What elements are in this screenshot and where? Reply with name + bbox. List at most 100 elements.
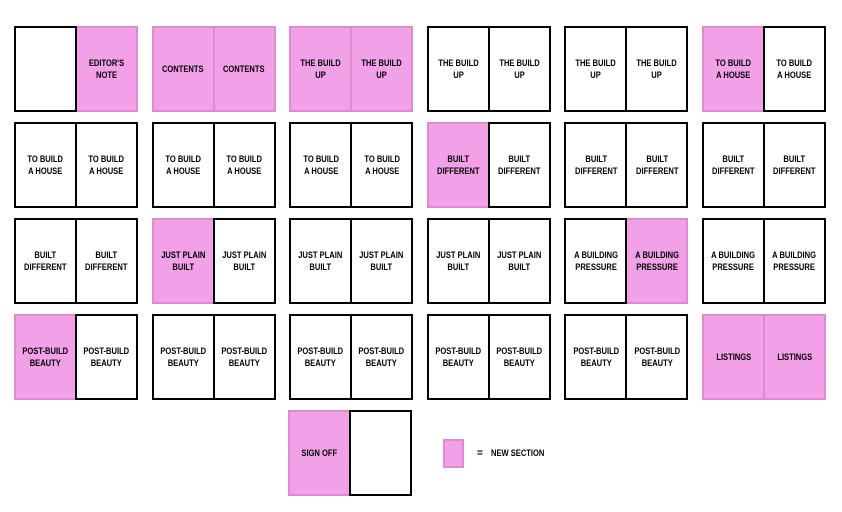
page-title: JUST PLAIN BUILT xyxy=(497,249,542,272)
page-post-build-beauty: POST-BUILD BEAUTY xyxy=(151,314,215,400)
page-title: BUILT DIFFERENT xyxy=(773,153,816,176)
page-title: TO BUILD A HOUSE xyxy=(27,153,64,176)
page-just-plain-built: JUST PLAIN BUILT xyxy=(350,218,414,304)
page-title: JUST PLAIN BUILT xyxy=(222,249,267,272)
page-just-plain-built: JUST PLAIN BUILT xyxy=(487,218,551,304)
page-title: LISTINGS xyxy=(777,351,812,362)
page-title: CONTENTS xyxy=(162,63,204,74)
page-title: SIGN OFF xyxy=(301,447,338,458)
page-just-plain-built: JUST PLAIN BUILT xyxy=(212,218,276,304)
spread-a-building-pressure: A BUILDING PRESSURE A BUILDING PRESSURE xyxy=(564,218,690,304)
page-a-building-pressure: A BUILDING PRESSURE xyxy=(701,218,765,304)
page-just-plain-built-new-section: JUST PLAIN BUILT xyxy=(151,218,215,304)
page-sign-off-new-section: SIGN OFF xyxy=(288,410,351,496)
page-title: TO BUILD A HOUSE xyxy=(776,57,813,80)
page-title: BUILT DIFFERENT xyxy=(437,153,480,176)
page-built-different: BUILT DIFFERENT xyxy=(75,218,138,304)
spread-just-plain-built: JUST PLAIN BUILT JUST PLAIN BUILT xyxy=(426,218,553,304)
page-to-build-a-house: TO BUILD A HOUSE xyxy=(151,122,215,208)
page-title: A BUILDING PRESSURE xyxy=(573,249,618,272)
page-title: LISTINGS xyxy=(716,351,751,362)
spread-to-build-a-house: TO BUILD A HOUSE TO BUILD A HOUSE xyxy=(151,122,278,208)
page-to-build-a-house: TO BUILD A HOUSE xyxy=(212,122,276,208)
page-post-build-beauty: POST-BUILD BEAUTY xyxy=(625,314,689,400)
page-title: THE BUILD UP xyxy=(438,57,479,80)
page-title: EDITOR'S NOTE xyxy=(88,57,125,80)
page-title: POST-BUILD BEAUTY xyxy=(22,345,69,368)
page-to-build-a-house: TO BUILD A HOUSE xyxy=(350,122,414,208)
spread-sign-off: SIGN OFF xyxy=(288,410,414,496)
spread-to-build-a-house: TO BUILD A HOUSE TO BUILD A HOUSE xyxy=(14,122,140,208)
new-section-swatch xyxy=(443,438,464,468)
spread-built-different: BUILT DIFFERENT BUILT DIFFERENT xyxy=(14,218,140,304)
page-listings-new-section: LISTINGS xyxy=(701,314,765,400)
page-title: BUILT DIFFERENT xyxy=(24,249,67,272)
spread-to-build-a-house: TO BUILD A HOUSE TO BUILD A HOUSE xyxy=(701,26,828,112)
page-title: THE BUILD UP xyxy=(575,57,617,80)
page-title: JUST PLAIN BUILT xyxy=(436,249,481,272)
page-editor-s-note-new-section: EDITOR'S NOTE xyxy=(75,26,138,112)
page-title: POST-BUILD BEAUTY xyxy=(160,345,206,368)
page-a-building-pressure: A BUILDING PRESSURE xyxy=(762,218,826,304)
page-title: POST-BUILD BEAUTY xyxy=(221,345,267,368)
page-post-build-beauty: POST-BUILD BEAUTY xyxy=(289,314,353,400)
spread-the-build-up: THE BUILD UP THE BUILD UP xyxy=(289,26,415,112)
page-built-different: BUILT DIFFERENT xyxy=(14,218,77,304)
spread-just-plain-built: JUST PLAIN BUILT JUST PLAIN BUILT xyxy=(151,218,278,304)
flatplan-row-1: EDITOR'S NOTE CONTENTS CONTENTS THE BUILD U… xyxy=(14,26,828,112)
spread-built-different: BUILT DIFFERENT BUILT DIFFERENT xyxy=(426,122,553,208)
page-a-building-pressure-new-section: A BUILDING PRESSURE xyxy=(625,218,689,304)
page-to-build-a-house: TO BUILD A HOUSE xyxy=(75,122,138,208)
page-the-build-up: THE BUILD UP xyxy=(426,26,490,112)
flatplan-row-3: BUILT DIFFERENT BUILT DIFFERENT JUST PLAIN… xyxy=(14,218,828,304)
spread-the-build-up: THE BUILD UP THE BUILD UP xyxy=(564,26,690,112)
page-title: BUILT DIFFERENT xyxy=(712,153,755,176)
page-to-build-a-house-new-section: TO BUILD A HOUSE xyxy=(701,26,765,112)
page-post-build-beauty: POST-BUILD BEAUTY xyxy=(350,314,414,400)
page-the-build-up-new-section: THE BUILD UP xyxy=(289,26,353,112)
page-title: JUST PLAIN BUILT xyxy=(161,249,206,272)
page-title: POST-BUILD BEAUTY xyxy=(83,345,130,368)
page-the-build-up: THE BUILD UP xyxy=(487,26,551,112)
page-the-build-up: THE BUILD UP xyxy=(564,26,628,112)
spread-post-build-beauty: POST-BUILD BEAUTY POST-BUILD BEAUTY xyxy=(151,314,278,400)
page-built-different: BUILT DIFFERENT xyxy=(762,122,826,208)
page-title: TO BUILD A HOUSE xyxy=(226,153,262,176)
page-contents-new-section: CONTENTS xyxy=(212,26,276,112)
page-title: POST-BUILD BEAUTY xyxy=(358,345,405,368)
page-title: POST-BUILD BEAUTY xyxy=(435,345,482,368)
page-post-build-beauty-new-section: POST-BUILD BEAUTY xyxy=(14,314,77,400)
page-title: POST-BUILD BEAUTY xyxy=(297,345,344,368)
spread-built-different: BUILT DIFFERENT BUILT DIFFERENT xyxy=(701,122,828,208)
page-just-plain-built: JUST PLAIN BUILT xyxy=(426,218,490,304)
page-built-different: BUILT DIFFERENT xyxy=(487,122,551,208)
spread-post-build-beauty: POST-BUILD BEAUTY POST-BUILD BEAUTY xyxy=(289,314,415,400)
legend: = NEW SECTION xyxy=(443,438,554,468)
page-title: TO BUILD A HOUSE xyxy=(302,153,339,176)
page-title: CONTENTS xyxy=(223,63,265,74)
page-title: THE BUILD UP xyxy=(636,57,678,80)
legend-equals-sign: = xyxy=(477,447,483,459)
legend-label: NEW SECTION xyxy=(490,448,545,458)
page-title: TO BUILD A HOUSE xyxy=(363,153,400,176)
page-to-build-a-house: TO BUILD A HOUSE xyxy=(289,122,353,208)
page-title: THE BUILD UP xyxy=(361,57,402,80)
page-title: POST-BUILD BEAUTY xyxy=(633,345,680,368)
flatplan-rows: EDITOR'S NOTE CONTENTS CONTENTS THE BUILD U… xyxy=(14,26,828,400)
page-the-build-up: THE BUILD UP xyxy=(625,26,689,112)
page-post-build-beauty: POST-BUILD BEAUTY xyxy=(487,314,551,400)
page-blank xyxy=(349,410,412,496)
page-title: JUST PLAIN BUILT xyxy=(359,249,404,272)
spread-to-build-a-house: TO BUILD A HOUSE TO BUILD A HOUSE xyxy=(289,122,415,208)
spread-the-build-up: THE BUILD UP THE BUILD UP xyxy=(426,26,553,112)
page-title: BUILT DIFFERENT xyxy=(85,249,128,272)
page-post-build-beauty: POST-BUILD BEAUTY xyxy=(212,314,276,400)
page-built-different: BUILT DIFFERENT xyxy=(625,122,689,208)
page-title: A BUILDING PRESSURE xyxy=(772,249,817,272)
page-the-build-up-new-section: THE BUILD UP xyxy=(350,26,414,112)
page-blank xyxy=(14,26,77,112)
page-title: BUILT DIFFERENT xyxy=(498,153,541,176)
